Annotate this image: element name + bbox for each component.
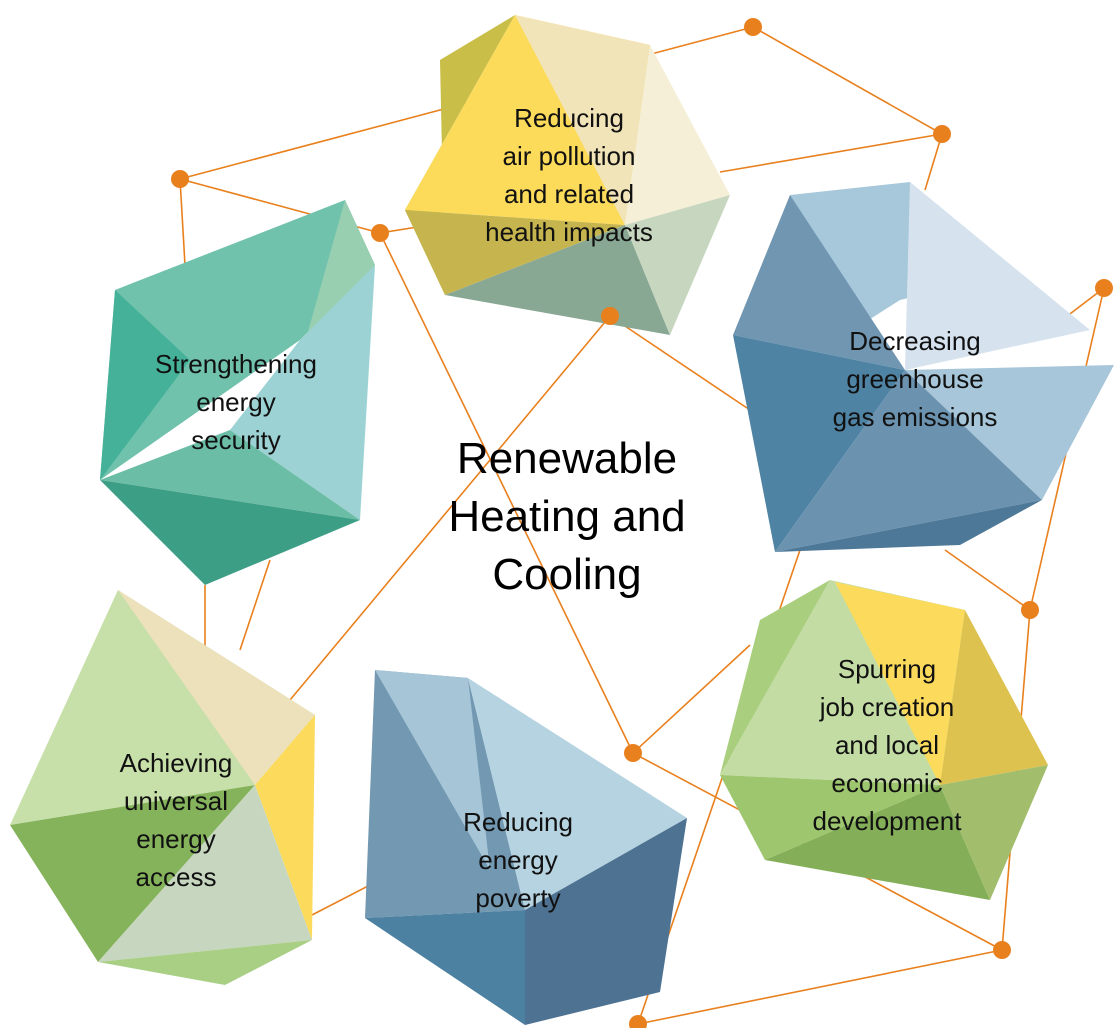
benefit-label-ghg-emissions: Decreasing greenhouse gas emissions: [805, 322, 1025, 436]
network-node: [171, 170, 189, 188]
benefit-line: Reducing: [514, 103, 624, 133]
benefit-line: universal: [123, 786, 229, 816]
network-node: [993, 941, 1011, 959]
network-link: [924, 133, 943, 191]
crystal-energy-security: [100, 200, 375, 585]
benefit-line: greenhouse: [846, 364, 984, 394]
crystal-air-pollution: [405, 15, 730, 335]
crystal-ghg-emissions: [733, 182, 1114, 552]
center-title-line-2: Heating and: [448, 492, 686, 541]
network-node: [1095, 279, 1113, 297]
crystal-energy-access: [10, 590, 315, 985]
benefit-line: air pollution: [502, 141, 636, 171]
network-link: [944, 549, 1031, 611]
benefit-line: and related: [503, 179, 635, 209]
benefit-line: job creation: [819, 692, 955, 722]
benefit-line: energy: [196, 387, 276, 417]
network-link: [637, 949, 1003, 1025]
crystal-job-creation: [720, 580, 1048, 900]
network-link: [719, 133, 943, 173]
network-link: [632, 644, 751, 754]
benefit-line: Spurring: [837, 654, 937, 684]
benefit-line: security: [191, 425, 281, 455]
center-title-line-1: Renewable: [456, 434, 678, 483]
benefit-label-energy-poverty: Reducing energy poverty: [408, 803, 628, 917]
benefit-line: health impacts: [485, 217, 653, 247]
benefit-label-energy-security: Strengthening energy security: [126, 345, 346, 459]
network-link: [752, 26, 943, 135]
network-link: [311, 884, 371, 916]
benefit-label-job-creation: Spurring job creation and local economic…: [777, 650, 997, 840]
network-node: [371, 224, 389, 242]
center-title: Renewable Heating and Cooling: [392, 430, 742, 604]
network-node: [601, 307, 619, 325]
benefit-line: and local: [834, 730, 940, 760]
benefit-line: Achieving: [119, 748, 233, 778]
benefit-line: energy: [478, 845, 558, 875]
benefit-line: development: [812, 806, 962, 836]
network-node: [933, 125, 951, 143]
network-node: [624, 744, 642, 762]
network-node: [744, 18, 762, 36]
network-link: [289, 315, 611, 701]
benefit-line: poverty: [475, 883, 561, 913]
benefit-line: Decreasing: [849, 326, 981, 356]
network-node: [1021, 601, 1039, 619]
benefit-label-air-pollution: Reducing air pollution and related healt…: [459, 99, 679, 251]
network-nodes: [171, 18, 1113, 1033]
benefit-line: energy: [136, 824, 216, 854]
benefit-line: gas emissions: [832, 402, 998, 432]
center-title-line-3: Cooling: [492, 550, 642, 599]
crystal-energy-poverty: [365, 670, 687, 1025]
network-link: [379, 232, 634, 754]
network-link: [239, 559, 271, 651]
network-link: [609, 315, 751, 411]
benefit-line: access: [135, 862, 217, 892]
benefit-label-energy-access: Achieving universal energy access: [66, 744, 286, 896]
network-link: [179, 178, 186, 266]
benefit-line: Reducing: [463, 807, 573, 837]
benefit-line: Strengthening: [155, 349, 317, 379]
network-node: [629, 1015, 647, 1033]
benefit-line: economic: [831, 768, 943, 798]
